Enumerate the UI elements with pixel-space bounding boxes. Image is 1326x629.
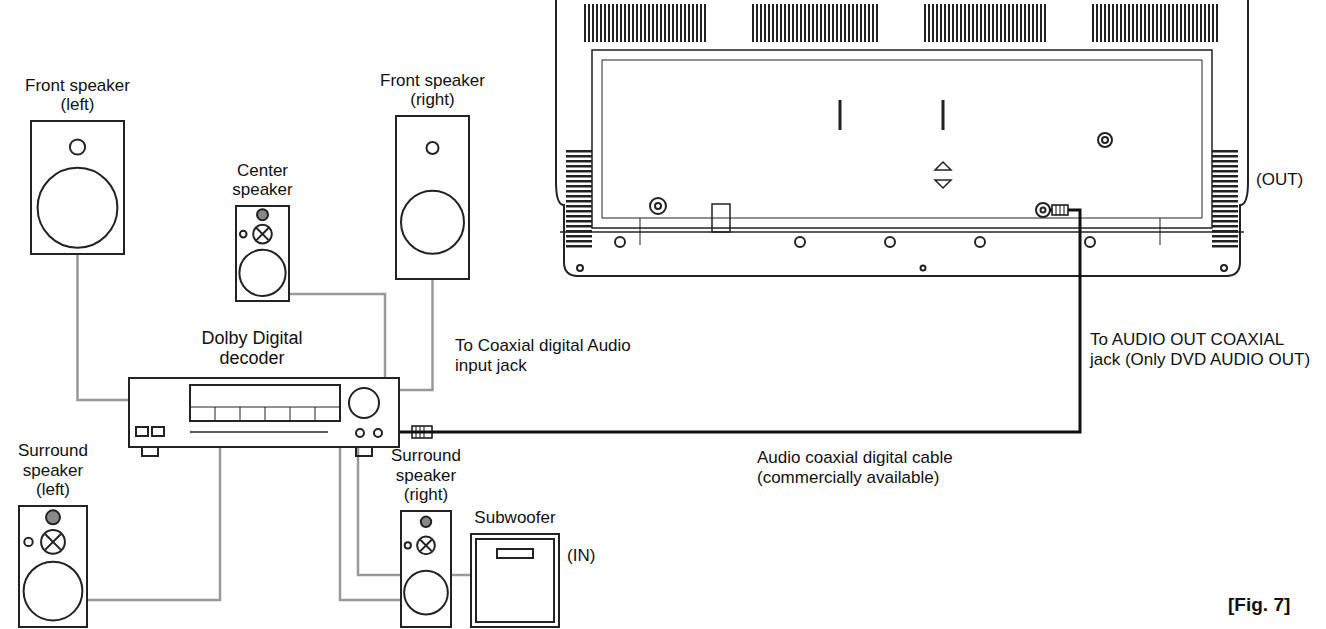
speaker: Surround speaker (left) [18, 505, 88, 628]
device-label: Surround speaker (left) [9, 441, 97, 500]
device-shape [18, 505, 88, 628]
speaker: Center speaker [235, 205, 290, 302]
device-shape [400, 510, 452, 628]
tv-set: (OUT) [550, 0, 1250, 276]
note-label: [Fig. 7] [1228, 594, 1318, 616]
speaker: Front speaker (left) [30, 120, 125, 255]
speaker-wire [340, 448, 400, 600]
decoder-unit: Dolby Digital decoder [128, 377, 400, 460]
device-shape [30, 120, 125, 255]
speaker-wire [88, 448, 220, 600]
device-label: Surround speaker (right) [383, 446, 469, 505]
device-shape [395, 115, 470, 280]
device-shape [470, 533, 560, 628]
device-shape [128, 377, 400, 460]
device-label: Dolby Digital decoder [187, 328, 317, 369]
note-label: (IN) [567, 546, 617, 566]
speaker-wire [78, 255, 129, 400]
speaker-wire [400, 280, 433, 390]
note-label: To AUDIO OUT COAXIAL jack (Only DVD AUDI… [1090, 330, 1312, 369]
speaker: Subwoofer [470, 533, 560, 628]
device-shape [235, 205, 290, 302]
device-label: Front speaker (right) [370, 71, 495, 110]
speaker: Front speaker (right) [395, 115, 470, 280]
speaker-wire [290, 294, 385, 377]
note-label: Audio coaxial digital cable (commerciall… [757, 448, 1017, 487]
note-label: To Coaxial digital Audio input jack [455, 336, 640, 375]
device-label: Subwoofer [465, 508, 565, 528]
coaxial-cable [400, 276, 1080, 432]
speaker: Surround speaker (right) [400, 510, 452, 628]
device-label: Front speaker (left) [15, 76, 140, 115]
device-label: Center speaker [225, 161, 300, 200]
device-label: (OUT) [1256, 170, 1303, 190]
